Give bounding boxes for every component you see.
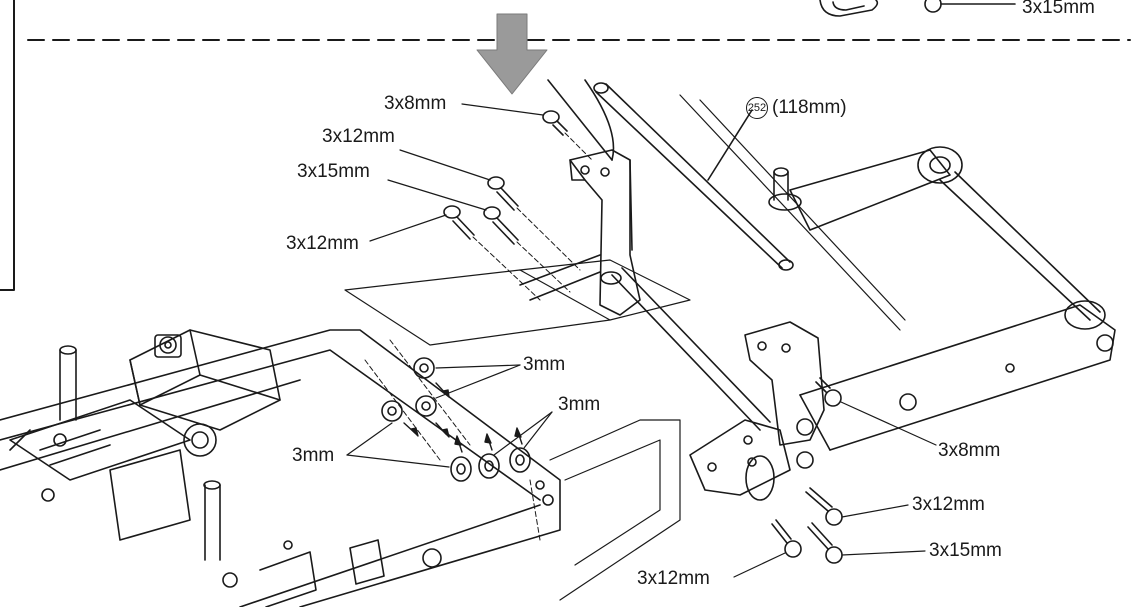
label-nut-3mm-upper: 3mm: [523, 354, 566, 375]
screw-3x12-right-icon: [805, 487, 843, 526]
screw-3x15-icon: [483, 206, 519, 245]
top-deck-outline: [344, 269, 611, 346]
right-arm: [679, 94, 1116, 451]
top-part-inner: [832, 1, 865, 11]
label-screw-3x12-bottom: 3x12mm: [637, 568, 710, 589]
rear-frame-outline: [549, 419, 681, 601]
screw-3x8-top-icon: [542, 110, 568, 136]
label-screw-3x8-right: 3x8mm: [938, 440, 1001, 461]
down-arrow-icon: [476, 13, 548, 95]
post: [768, 167, 802, 211]
top-part-remnant: [819, 0, 879, 17]
label-screw-3x8-top: 3x8mm: [384, 93, 447, 114]
left-bracket: [519, 79, 641, 316]
lower-rod: [611, 267, 771, 431]
label-screw-3x12-upper: 3x12mm: [322, 126, 395, 147]
nut-upper-icon: [413, 357, 435, 379]
collar-3-icon: [509, 447, 531, 473]
chassis-plate: [0, 329, 561, 607]
nut-right-icon: [415, 395, 437, 417]
label-screw-3x15: 3x15mm: [297, 161, 370, 182]
screw-3x15-right-icon: [807, 522, 843, 564]
label-top-right-3x15mm: 3x15mm: [1022, 0, 1095, 18]
label-part-252: 252(118mm): [746, 97, 847, 119]
screw-3x12-bottom-icon: [771, 519, 802, 558]
part-length: (118mm): [772, 97, 847, 119]
collar-2-icon: [478, 453, 500, 479]
screws-top-group: [443, 110, 568, 245]
nut-left-icon: [381, 400, 403, 422]
leader-lines: [346, 103, 937, 578]
label-screw-3x15-right: 3x15mm: [929, 540, 1002, 561]
screw-3x8-right-icon: [815, 377, 842, 407]
rod-252: [593, 82, 794, 271]
panel-border: [0, 0, 15, 291]
collar-1-icon: [450, 456, 472, 482]
direction-arrows: [403, 382, 523, 453]
screw-3x12-upper-icon: [487, 176, 519, 211]
part-number-badge: 252: [746, 97, 768, 119]
label-nut-3mm-left: 3mm: [292, 445, 335, 466]
label-screw-3x12-right: 3x12mm: [912, 494, 985, 515]
label-collar-3mm-right: 3mm: [558, 394, 601, 415]
screw-3x12-lower-icon: [443, 205, 475, 240]
servo-assembly: [9, 329, 281, 561]
label-screw-3x12-lower: 3x12mm: [286, 233, 359, 254]
top-screw-head-icon: [924, 0, 942, 13]
right-bracket: [689, 321, 825, 501]
screw-guide-lines: [364, 132, 593, 541]
